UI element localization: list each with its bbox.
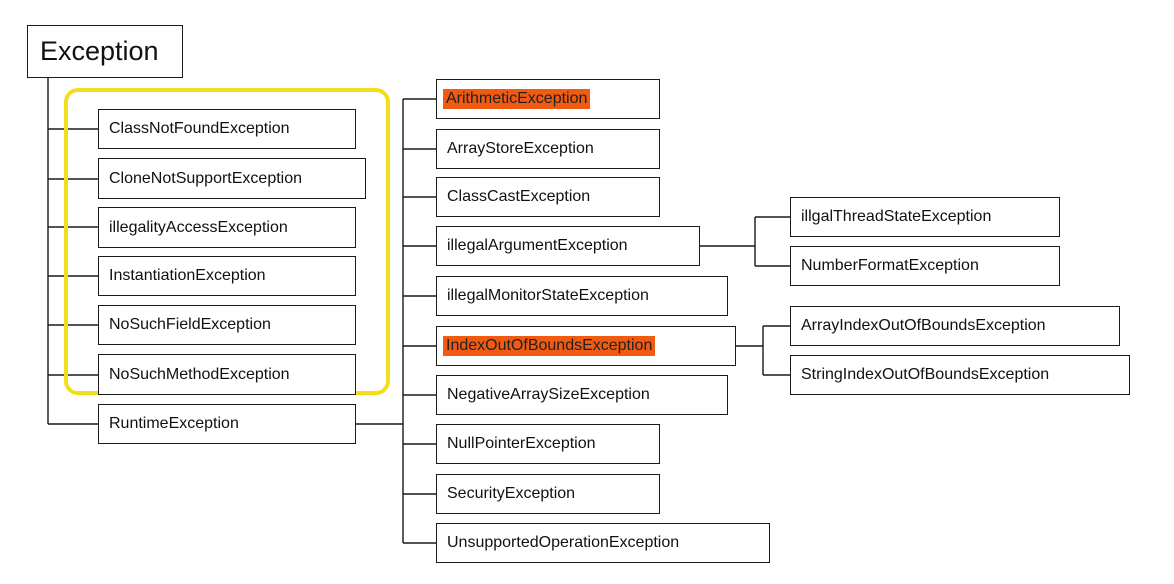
runtime-child-label: SecurityException — [447, 485, 576, 502]
checked-exception-label: NoSuchMethodException — [109, 365, 290, 383]
checked-exception-box: ClassNotFoundException — [98, 109, 356, 149]
runtime-child-box: IndexOutOfBoundsException — [436, 326, 736, 366]
checked-exception-label: ClassNotFoundException — [109, 120, 290, 137]
checked-exception-label: illegalityAccessException — [109, 218, 288, 236]
checked-exception-box: illegalityAccessException — [98, 207, 356, 248]
runtime-exception-label: RuntimeException — [109, 415, 239, 432]
illegal-argument-child-box: illgalThreadStateException — [790, 197, 1060, 237]
checked-exception-label: CloneNotSupportException — [109, 169, 303, 187]
runtime-child-box: illegalArgumentException — [436, 226, 700, 266]
runtime-child-label: ClassCastException — [447, 188, 591, 205]
index-child-label: StringIndexOutOfBoundsException — [801, 366, 1050, 383]
illegal-argument-child-box: NumberFormatException — [790, 246, 1060, 286]
runtime-child-box: ClassCastException — [436, 177, 660, 217]
runtime-child-box: NullPointerException — [436, 424, 660, 464]
root-exception-label: Exception — [40, 36, 159, 66]
checked-exception-box: NoSuchFieldException — [98, 305, 356, 345]
runtime-child-box: UnsupportedOperationException — [436, 523, 770, 563]
runtime-child-label: NullPointerException — [447, 435, 596, 452]
checked-exception-box: NoSuchMethodException — [98, 354, 356, 395]
runtime-child-label: NegativeArraySizeException — [447, 386, 650, 403]
checked-exception-box: InstantiationException — [98, 256, 356, 296]
checked-exception-label: NoSuchFieldException — [109, 316, 271, 333]
runtime-child-label: ArrayStoreException — [447, 140, 594, 157]
checked-exception-label: InstantiationException — [109, 267, 266, 284]
runtime-child-label: illegalMonitorStateException — [447, 287, 649, 304]
runtime-child-label: illegalArgumentException — [447, 237, 628, 254]
index-child-box: StringIndexOutOfBoundsException — [790, 355, 1130, 395]
root-exception-box: Exception — [27, 25, 183, 78]
index-child-box: ArrayIndexOutOfBoundsException — [790, 306, 1120, 346]
illegal-argument-child-label: NumberFormatException — [801, 257, 979, 274]
runtime-child-box: illegalMonitorStateException — [436, 276, 728, 316]
runtime-child-box: SecurityException — [436, 474, 660, 514]
runtime-child-box: ArrayStoreException — [436, 129, 660, 169]
illegal-argument-child-label: illgalThreadStateException — [801, 208, 992, 225]
checked-exception-box: CloneNotSupportException — [98, 158, 366, 199]
runtime-child-box: ArithmeticException — [436, 79, 660, 119]
runtime-child-box: NegativeArraySizeException — [436, 375, 728, 415]
index-child-label: ArrayIndexOutOfBoundsException — [801, 317, 1046, 334]
runtime-exception-box: RuntimeException — [98, 404, 356, 444]
runtime-child-label-highlighted: IndexOutOfBoundsException — [443, 336, 656, 356]
runtime-child-label-highlighted: ArithmeticException — [443, 89, 591, 109]
runtime-child-label: UnsupportedOperationException — [447, 534, 680, 551]
